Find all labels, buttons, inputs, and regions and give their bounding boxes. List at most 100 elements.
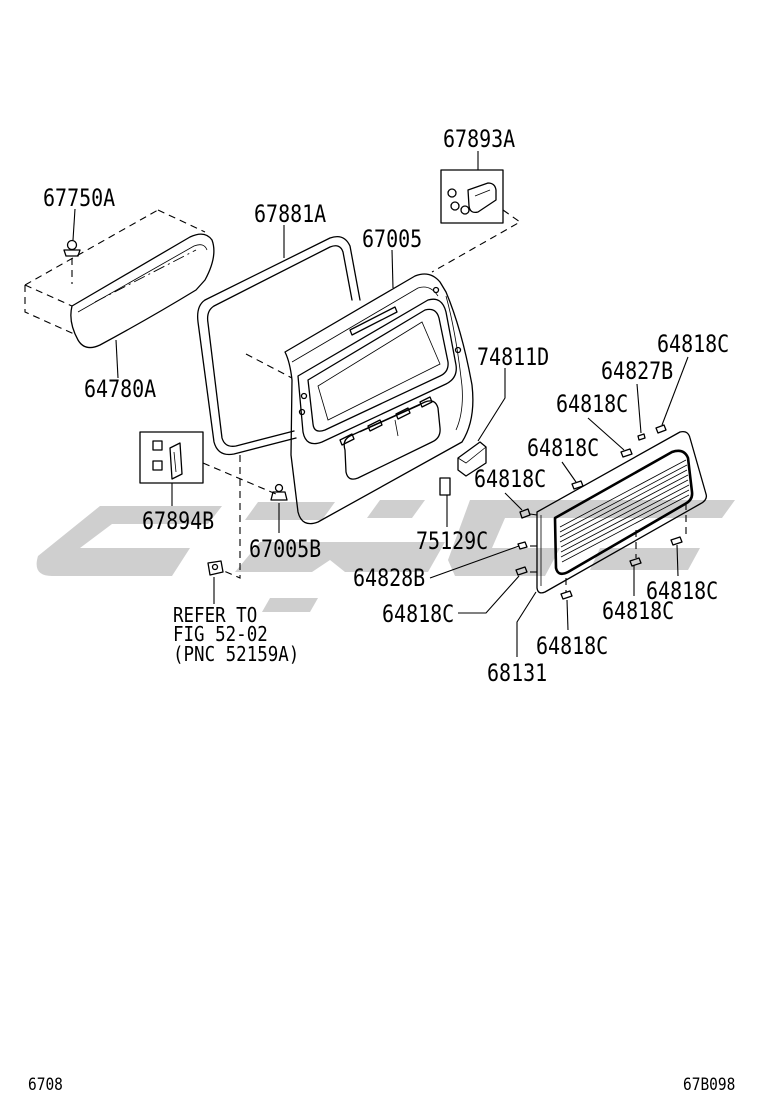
clip-part bbox=[571, 480, 584, 490]
callout-64780A[interactable]: 64780A bbox=[84, 375, 156, 403]
leader-line bbox=[429, 545, 520, 579]
callout-64818C[interactable]: 64818C bbox=[527, 434, 599, 462]
callout-74811D[interactable]: 74811D bbox=[477, 343, 549, 371]
cushion-outline bbox=[457, 441, 487, 477]
clip-part bbox=[670, 536, 683, 546]
callout-75129C[interactable]: 75129C bbox=[416, 527, 488, 555]
callout-67881A[interactable]: 67881A bbox=[254, 200, 326, 228]
callout-64818C[interactable]: 64818C bbox=[646, 577, 718, 605]
bolt-head bbox=[207, 560, 224, 576]
glass-ceramic-border bbox=[553, 449, 694, 576]
watermark-shape bbox=[367, 500, 425, 518]
clip-head bbox=[63, 249, 81, 257]
callout-64818C[interactable]: 64818C bbox=[657, 330, 729, 358]
callouts: 67893A 67750A 67881A 67005 64780A 74811D… bbox=[43, 125, 729, 687]
phantom-line bbox=[24, 209, 159, 286]
spoiler-centerline bbox=[94, 249, 197, 303]
leader-line bbox=[636, 383, 642, 434]
callout-67750A[interactable]: 67750A bbox=[43, 184, 115, 212]
defroster-line bbox=[561, 494, 690, 563]
defroster-line bbox=[560, 484, 690, 553]
kit-hinge bbox=[467, 182, 497, 214]
leader-line bbox=[477, 368, 506, 442]
footer: 6708 67B098 bbox=[28, 1075, 735, 1094]
door-bracket bbox=[367, 419, 383, 432]
watermark-shape bbox=[590, 548, 700, 570]
kit-bracket bbox=[169, 442, 183, 480]
watermark-shape bbox=[448, 500, 735, 576]
illustration-code: 67B098 bbox=[683, 1075, 735, 1094]
kit-bracket-detail bbox=[173, 451, 177, 473]
weatherstrip-part bbox=[197, 235, 361, 456]
door-window-frame bbox=[297, 298, 457, 445]
leader-line bbox=[516, 591, 537, 657]
figure-number: 6708 bbox=[28, 1075, 63, 1094]
clip-part bbox=[517, 541, 528, 550]
leader-line bbox=[661, 356, 689, 426]
cushion-part bbox=[457, 441, 487, 477]
door-bracket bbox=[339, 433, 355, 446]
cushion-edge bbox=[457, 446, 487, 464]
door-license-recess bbox=[343, 400, 441, 480]
phantom-line bbox=[431, 209, 522, 273]
referenced-bolt-part bbox=[207, 560, 224, 576]
phantom-line bbox=[24, 285, 75, 335]
glass-outline bbox=[536, 430, 708, 594]
phantom-line bbox=[245, 353, 293, 379]
callout-67893A[interactable]: 67893A bbox=[443, 125, 515, 153]
callout-64828B[interactable]: 64828B bbox=[353, 564, 425, 592]
leader-line bbox=[587, 417, 625, 451]
weatherstrip-outer bbox=[197, 299, 297, 456]
defroster-line bbox=[559, 469, 688, 538]
watermark-shape bbox=[245, 502, 335, 520]
phantom-line bbox=[223, 455, 241, 579]
clip-body bbox=[66, 239, 78, 251]
spoiler-part bbox=[24, 209, 215, 349]
plug-outline bbox=[439, 477, 451, 496]
defroster-line bbox=[559, 459, 687, 528]
defroster-line bbox=[559, 474, 689, 543]
phantom-line bbox=[24, 284, 73, 307]
callout-68131[interactable]: 68131 bbox=[487, 659, 547, 687]
leader-lines bbox=[72, 151, 689, 657]
callout-64818C[interactable]: 64818C bbox=[536, 632, 608, 660]
spoiler-edge bbox=[77, 244, 208, 313]
kit-nut bbox=[152, 460, 163, 471]
watermark-shape bbox=[262, 598, 318, 612]
hinge-kit-box bbox=[431, 169, 522, 273]
clip-part bbox=[63, 239, 81, 257]
leader-line bbox=[561, 461, 577, 483]
watermark-shape bbox=[235, 542, 445, 572]
leader-line bbox=[115, 339, 119, 379]
kit-hinge-detail bbox=[474, 189, 491, 197]
phantom-line bbox=[202, 462, 277, 495]
callout-67894B[interactable]: 67894B bbox=[142, 507, 214, 535]
leader-line bbox=[676, 544, 679, 577]
callout-67005[interactable]: 67005 bbox=[362, 225, 422, 253]
kit-nut bbox=[460, 205, 470, 215]
door-rim bbox=[445, 295, 463, 431]
door-outline bbox=[284, 273, 474, 525]
callout-64818C[interactable]: 64818C bbox=[474, 465, 546, 493]
reference-note-line: REFER TO bbox=[173, 605, 257, 627]
leader-line bbox=[72, 208, 76, 241]
callout-64827B[interactable]: 64827B bbox=[601, 357, 673, 385]
glass-defroster-lines bbox=[559, 459, 690, 563]
kit-nut bbox=[450, 201, 460, 211]
stop-lamp bbox=[349, 306, 398, 336]
defroster-line bbox=[559, 464, 688, 533]
glass-clips bbox=[515, 424, 683, 600]
callout-64818C[interactable]: 64818C bbox=[382, 600, 454, 628]
bolt-part bbox=[270, 483, 288, 501]
door-rim bbox=[291, 286, 439, 363]
callout-64818C[interactable]: 64818C bbox=[602, 597, 674, 625]
spoiler-outline bbox=[70, 233, 215, 349]
callout-64818C[interactable]: 64818C bbox=[556, 390, 628, 418]
door-detail bbox=[359, 404, 421, 433]
back-door-part bbox=[284, 273, 474, 525]
callout-67005B[interactable]: 67005B bbox=[249, 535, 321, 563]
clip-part bbox=[637, 433, 646, 441]
door-hole bbox=[300, 392, 308, 400]
weatherstrip-inner bbox=[206, 305, 295, 447]
